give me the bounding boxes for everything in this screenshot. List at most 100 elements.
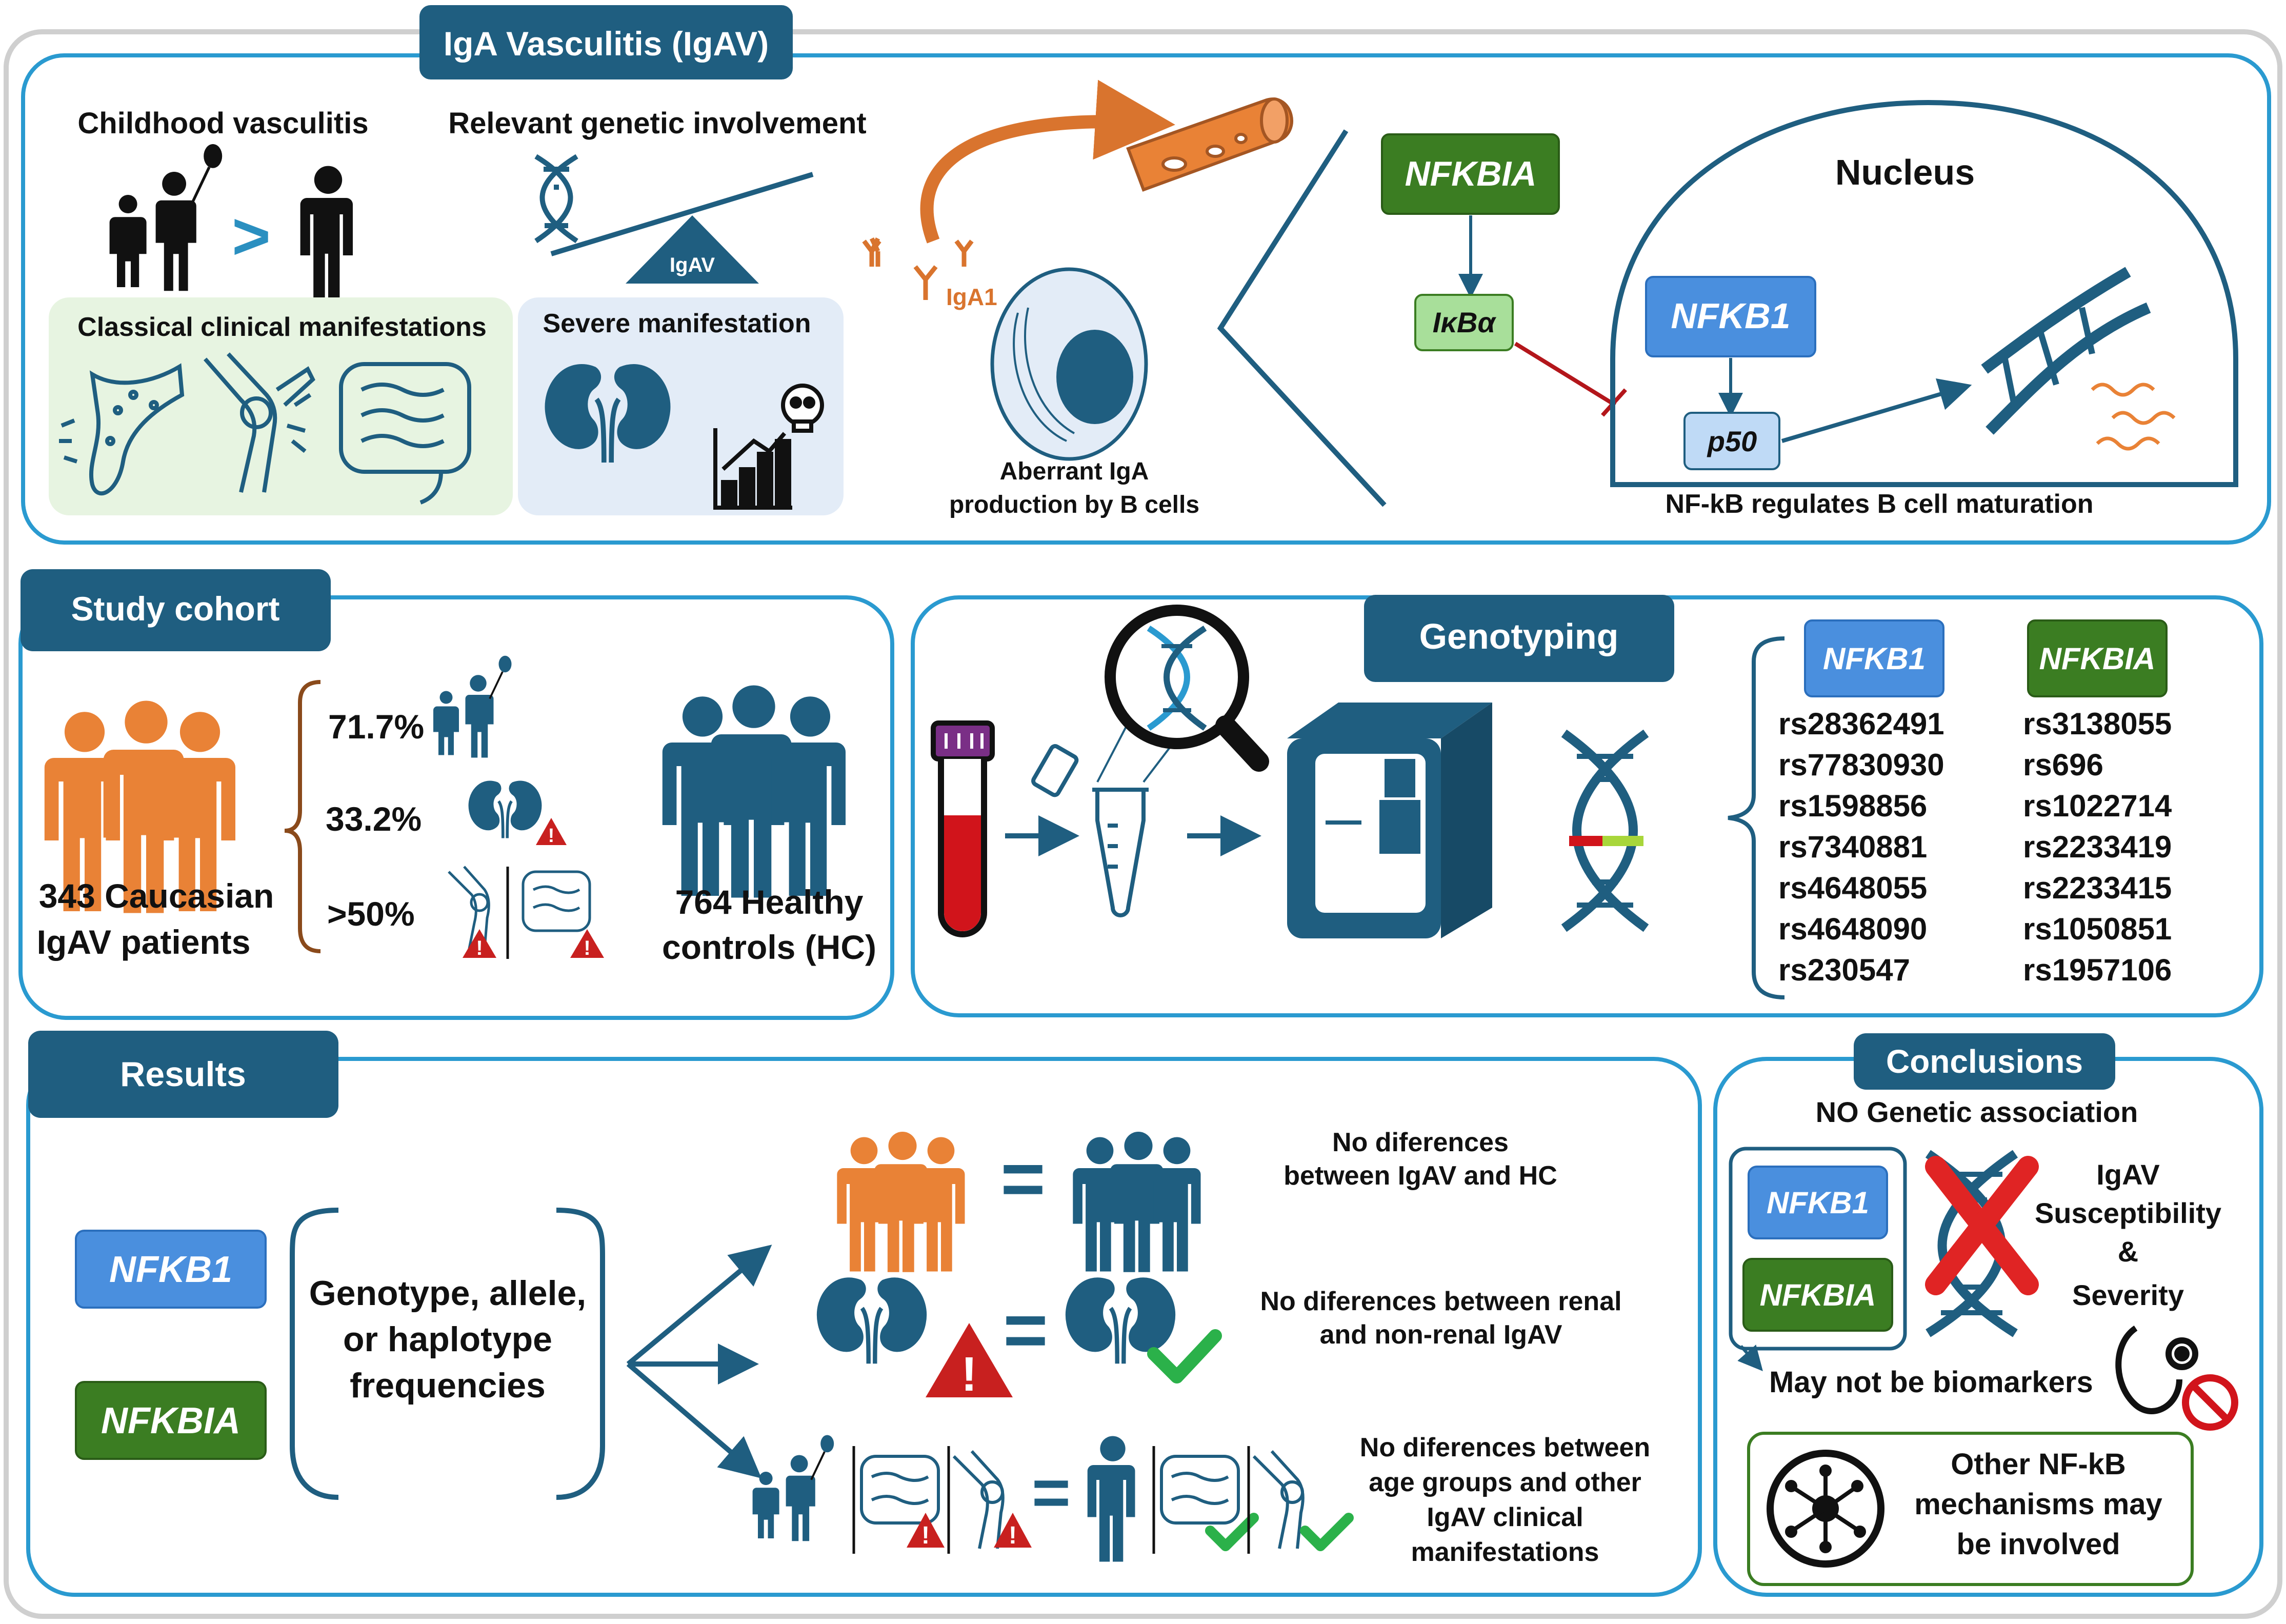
zoom-bracket xyxy=(1217,129,1387,507)
cohort-panel: Study cohort 343 Caucasian IgAV patients… xyxy=(18,569,894,1020)
ikba-label: IκBα xyxy=(1433,306,1497,338)
results-header-box xyxy=(28,1031,338,1118)
result2-alert-icon: ! xyxy=(926,1323,1013,1401)
blood-vessel-icon xyxy=(1126,97,1293,192)
r2-line1: No diferences between renal xyxy=(1260,1287,1621,1316)
other-line3: be involved xyxy=(1956,1528,2120,1561)
igav-line3: & xyxy=(2118,1235,2138,1268)
result3-joint-icon xyxy=(952,1450,1005,1549)
biomarkers-label: May not be biomarkers xyxy=(1769,1366,2093,1399)
geno-nfkbia-box xyxy=(2027,619,2168,697)
classical-label: Classical clinical manifestations xyxy=(77,312,487,342)
intestine-icon xyxy=(339,362,471,505)
dna-icon xyxy=(534,154,578,244)
joint-pain-icon xyxy=(203,352,315,493)
controls-line1: 764 Healthy xyxy=(675,883,864,921)
antibody-icons xyxy=(862,237,974,300)
r1-line1: No diferences xyxy=(1332,1128,1509,1157)
signaling-icon xyxy=(1767,1450,1884,1568)
snp-brace xyxy=(1728,636,1785,999)
freq-line2: or haplotype xyxy=(343,1320,552,1359)
cohort-header: Study cohort xyxy=(71,590,280,628)
nfkbia-snp: rs1022714 xyxy=(2023,789,2172,823)
results-arrow-bottom xyxy=(626,1362,762,1479)
nucleus-dna-icon xyxy=(1981,267,2151,435)
svg-text:!: ! xyxy=(548,825,555,847)
cohort-joint-icon xyxy=(448,866,490,949)
nfkbia-snp: rs2233419 xyxy=(2023,830,2172,864)
svg-text:!: ! xyxy=(584,937,590,959)
result3-alert-icon-2: ! xyxy=(994,1513,1032,1549)
stethoscope-icon xyxy=(2115,1326,2198,1414)
result3-check-icon-2 xyxy=(1300,1513,1354,1551)
cohort-renal-alert-icon: ! xyxy=(536,818,567,847)
nucleus-label: Nucleus xyxy=(1835,152,1975,192)
results-nfkbia-box xyxy=(75,1381,267,1460)
result3-alert-icon-1: ! xyxy=(907,1513,945,1549)
nfkbia-snp: rs1957106 xyxy=(2023,953,2172,987)
results-nfkb1-box xyxy=(75,1230,267,1309)
r3-line4: manifestations xyxy=(1411,1537,1599,1567)
patients-line1: 343 Caucasian xyxy=(39,877,274,915)
results-nfkbia-label: NFKBIA xyxy=(101,1400,240,1441)
r3-line1: No diferences between xyxy=(1360,1433,1650,1462)
cohort-header-box xyxy=(21,569,331,651)
no-assoc-label: NO Genetic association xyxy=(1816,1096,2138,1128)
genotyping-header-box xyxy=(1364,595,1674,682)
genotyping-header: Genotyping xyxy=(1419,616,1619,656)
nfkb-caption: NF-kB regulates B cell maturation xyxy=(1665,489,2093,519)
nfkb1-snp-list: rs28362491 rs77830930 rs1598856 rs734088… xyxy=(1778,707,1944,987)
freq-line1: Genotype, allele, xyxy=(309,1274,586,1313)
nfkb1-snp: rs230547 xyxy=(1778,953,1910,987)
other-line2: mechanisms may xyxy=(1914,1488,2162,1521)
classical-manifestations-box xyxy=(49,297,513,515)
r3-line2: age groups and other xyxy=(1369,1468,1641,1497)
patients-line2: IgAV patients xyxy=(37,923,251,961)
genotyping-dna-icon xyxy=(1561,729,1649,932)
geno-nfkb1-box xyxy=(1804,619,1944,697)
nfkbia-snp: rs696 xyxy=(2023,748,2103,782)
r1-line2: between IgAV and HC xyxy=(1284,1161,1557,1191)
orange-curved-arrow xyxy=(920,79,1175,244)
igav-panel: IgA Vasculitis (IgAV) Childhood vasculit… xyxy=(21,5,2271,545)
igav-header: IgA Vasculitis (IgAV) xyxy=(444,25,769,63)
skull-icon xyxy=(781,384,824,433)
nfkbia-box xyxy=(1381,133,1560,215)
nfkb1-snp: rs77830930 xyxy=(1778,748,1944,782)
geno-nfkb1-label: NFKB1 xyxy=(1823,641,1926,676)
red-x-icon xyxy=(1925,1156,2039,1295)
p50-to-dna-arrow xyxy=(1781,378,1972,443)
childhood-label: Childhood vasculitis xyxy=(77,107,368,140)
igav-line1: IgAV xyxy=(2096,1158,2159,1191)
igav-line4: Severity xyxy=(2072,1279,2184,1311)
severe-label: Severe manifestation xyxy=(543,309,811,338)
nfkbia-snp: rs1050851 xyxy=(2023,912,2172,946)
cohort-alert-icon-1: ! xyxy=(463,929,496,959)
nfkbia-snp: rs3138055 xyxy=(2023,707,2172,741)
r2-line2: and non-renal IgAV xyxy=(1320,1320,1562,1350)
controls-line2: controls (HC) xyxy=(662,928,876,966)
result1-equals: = xyxy=(1000,1135,1046,1221)
pct-children: 71.7% xyxy=(328,708,424,746)
cohort-alert-icon-2: ! xyxy=(570,929,604,959)
results-left-paren xyxy=(290,1208,339,1500)
aberrant-line2: production by B cells xyxy=(949,491,1199,518)
nfkb1-snp: rs7340881 xyxy=(1778,830,1927,864)
result3-intestine-icon xyxy=(860,1455,940,1525)
svg-text:!: ! xyxy=(921,1522,930,1549)
freq-line3: frequencies xyxy=(350,1366,546,1405)
concl-nfkbia-box xyxy=(1742,1258,1893,1332)
outer-frame xyxy=(4,29,2282,1619)
chart-up-icon xyxy=(713,428,792,510)
aberrant-line1: Aberrant IgA xyxy=(1000,458,1149,485)
geno-nfkbia-label: NFKBIA xyxy=(2039,641,2156,676)
seesaw-fulcrum xyxy=(626,215,759,284)
results-nfkb1-label: NFKB1 xyxy=(109,1249,232,1290)
biomarker-arrow xyxy=(1737,1345,1763,1372)
cohort-brace xyxy=(284,680,321,953)
concl-nfkb1-label: NFKB1 xyxy=(1767,1186,1869,1220)
mrna-squiggles xyxy=(2091,383,2176,451)
results-header: Results xyxy=(120,1055,246,1094)
nfkbia-snp: rs2233415 xyxy=(2023,871,2172,905)
